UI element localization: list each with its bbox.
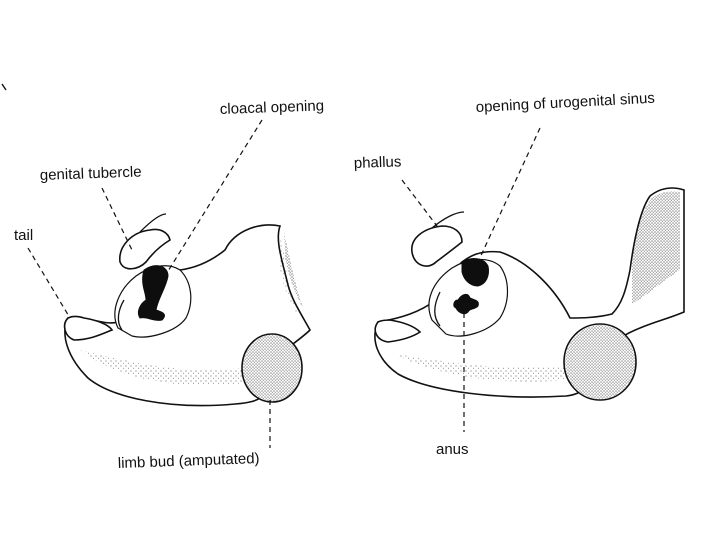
label-phallus: phallus bbox=[354, 153, 402, 172]
right-anus-mark bbox=[453, 293, 479, 315]
left-embryo bbox=[27, 119, 311, 448]
left-tail bbox=[63, 315, 114, 341]
left-genital-tubercle bbox=[119, 228, 171, 270]
right-leader-urogenital-sinus bbox=[477, 127, 541, 263]
left-cloacal-fold bbox=[117, 299, 125, 331]
left-leader-tail bbox=[27, 247, 71, 319]
right-limb-bud-stipple bbox=[565, 325, 635, 399]
label-cloacal-opening: cloacal opening bbox=[220, 97, 325, 118]
label-genital-tubercle: genital tubercle bbox=[40, 163, 142, 184]
left-leader-genital-tubercle bbox=[101, 187, 133, 251]
right-embryo-shading bbox=[392, 352, 584, 382]
right-embryo-shading-back bbox=[632, 191, 680, 304]
right-leader-phallus bbox=[401, 179, 441, 231]
right-phallus bbox=[411, 225, 463, 267]
left-embryo-shading bbox=[80, 350, 262, 386]
label-limb-bud: limb bud (amputated) bbox=[118, 450, 260, 472]
right-urogenital-opening-mark bbox=[461, 258, 489, 287]
label-anus: anus bbox=[436, 441, 469, 458]
right-tail bbox=[374, 319, 422, 343]
right-embryo bbox=[374, 127, 685, 432]
label-urogenital-sinus: opening of urogenital sinus bbox=[475, 90, 655, 116]
left-tubercle-fold bbox=[139, 213, 167, 233]
left-embryo-shading-flank bbox=[278, 236, 300, 318]
left-cloacal-opening-mark bbox=[137, 265, 169, 321]
label-tail: tail bbox=[14, 227, 33, 244]
left-limb-bud-stipple bbox=[243, 335, 301, 401]
right-phallus-fold bbox=[431, 211, 465, 229]
scan-mark bbox=[1, 83, 7, 91]
right-genital-fold bbox=[434, 291, 441, 327]
